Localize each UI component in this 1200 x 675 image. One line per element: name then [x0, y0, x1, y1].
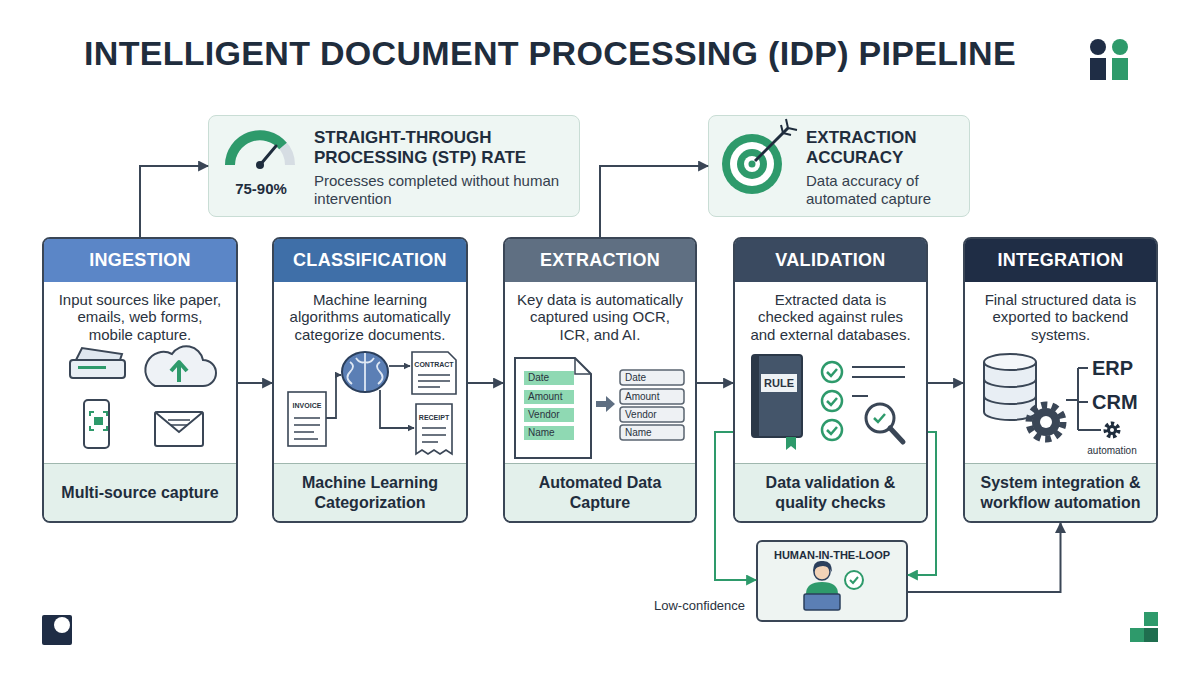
- callout-column: STRAIGHT-THROUGH PROCESSING (STP) RATE Pr…: [314, 128, 571, 208]
- stage-description: Key data is automatically captured using…: [505, 282, 695, 343]
- stage-description: Input sources like paper, emails, web fo…: [44, 282, 236, 343]
- field-name: Amount: [528, 392, 562, 402]
- connector: [600, 166, 708, 237]
- book-label: RULE: [764, 378, 794, 389]
- stage-footer: Machine Learning Categorization: [274, 463, 466, 521]
- callout-title: STRAIGHT-THROUGH PROCESSING (STP) RATE: [314, 128, 571, 168]
- stage-header: VALIDATION: [735, 239, 926, 282]
- field-name: Date: [528, 373, 549, 383]
- connector: [140, 166, 208, 237]
- stage-description: Machine learning algorithms automaticall…: [274, 282, 466, 343]
- database-icon: [984, 354, 1036, 420]
- field-name: Name: [528, 428, 555, 438]
- stage-header: CLASSIFICATION: [274, 239, 466, 282]
- data-fields: [620, 370, 684, 440]
- stage-description: Extracted data is checked against rules …: [735, 282, 926, 343]
- brand-logo: [1090, 39, 1128, 80]
- stage-header: EXTRACTION: [505, 239, 695, 282]
- field-name: Date: [625, 373, 646, 383]
- stage-footer: System integration & workflow automation: [965, 463, 1156, 521]
- magnifier-icon: [866, 404, 903, 442]
- phone-icon: [84, 400, 109, 448]
- connector: [715, 432, 756, 580]
- diagram-title: INTELLIGENT DOCUMENT PROCESSING (IDP) PI…: [84, 34, 1016, 73]
- callout-title: EXTRACTION ACCURACY: [806, 128, 961, 168]
- form-document: [515, 358, 591, 458]
- document-type: RECEIPT: [419, 414, 449, 421]
- flow-arrow: [326, 366, 414, 428]
- system-name: automation: [1087, 446, 1136, 456]
- system-name: ERP: [1092, 358, 1133, 378]
- field-name: Vendor: [528, 410, 560, 420]
- document-type: CONTRACT: [414, 361, 453, 368]
- stage-header: INTEGRATION: [965, 239, 1156, 282]
- title-wrap: INTELLIGENT DOCUMENT PROCESSING (IDP) PI…: [20, 34, 1080, 73]
- stage-description: Final structured data is exported to bac…: [965, 282, 1156, 343]
- system-name: CRM: [1092, 392, 1138, 412]
- review-label: HUMAN-IN-THE-LOOP: [758, 542, 906, 561]
- small-gear: [1106, 424, 1118, 436]
- stage-footer: Data validation & quality checks: [735, 463, 926, 521]
- gauge-icon: [230, 135, 290, 169]
- connector: [468, 382, 503, 384]
- connector: [697, 382, 733, 384]
- rule-book: [752, 355, 802, 450]
- corner-mark: [42, 612, 1158, 645]
- stage-footer: Multi-source capture: [44, 463, 236, 521]
- connector: [908, 523, 1061, 592]
- field-name: Name: [625, 428, 652, 438]
- callout-column: EXTRACTION ACCURACY Data accuracy of auto…: [806, 128, 961, 208]
- connector: [928, 382, 963, 384]
- gear-icon: [1029, 405, 1063, 439]
- connector: [908, 432, 936, 575]
- email-icon: [155, 412, 203, 446]
- cloud-icon: [145, 346, 216, 386]
- stage-header: INGESTION: [44, 239, 236, 282]
- target-icon: [722, 119, 797, 194]
- field-name: Vendor: [625, 410, 657, 420]
- brain-icon: [342, 352, 388, 392]
- stage-footer: Automated Data Capture: [505, 463, 695, 521]
- document-type: INVOICE: [293, 402, 322, 409]
- edge-label: Low-confidence: [652, 597, 747, 614]
- field-name: Amount: [625, 392, 659, 402]
- transfer-arrow: [596, 396, 615, 412]
- callout-text: Processes completed without human interv…: [314, 172, 571, 208]
- connector: [238, 382, 272, 384]
- reviewer-icon: [804, 561, 863, 610]
- document-icon: [288, 352, 456, 454]
- scanner-icon: [70, 348, 125, 378]
- callout-text: Data accuracy of automated capture: [806, 172, 961, 208]
- metric-value: 75-90%: [217, 180, 305, 197]
